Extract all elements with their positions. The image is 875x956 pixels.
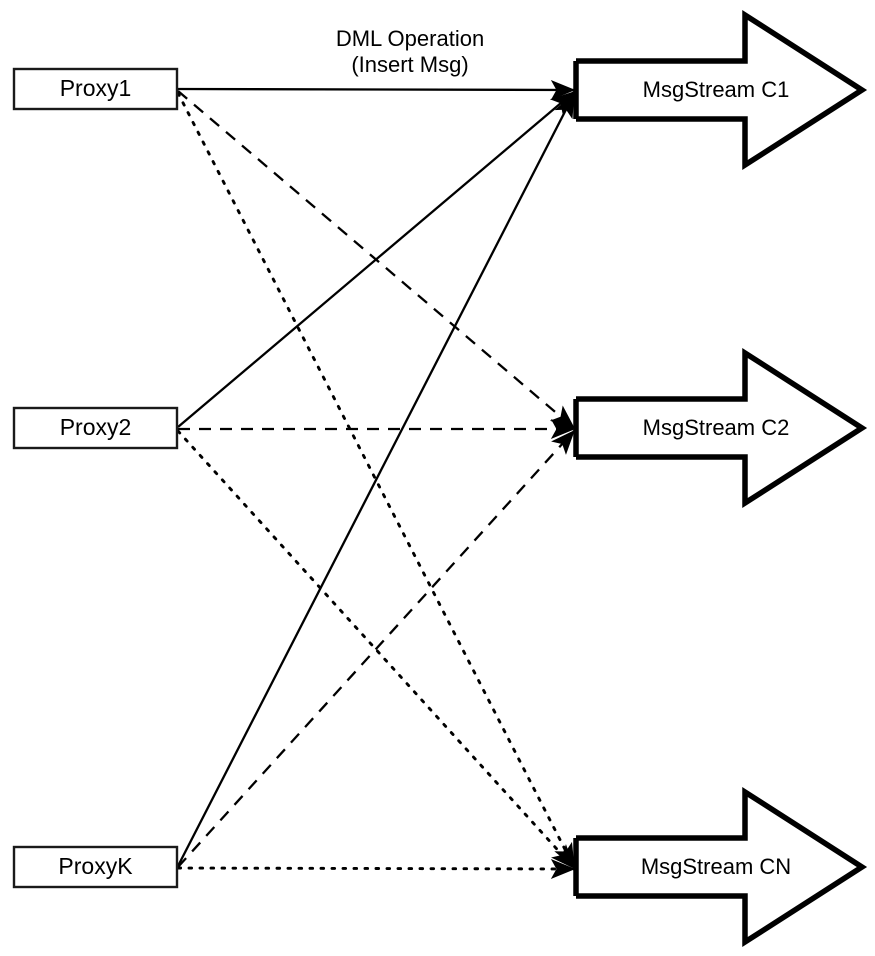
edge-proxyk-to-c1	[176, 93, 576, 867]
node-proxy1[interactable]: Proxy1	[12, 67, 179, 111]
node-msgstream-cn[interactable]: MsgStream CN	[573, 786, 868, 948]
arrowhead-head-c2-c	[551, 430, 575, 455]
arrowheads-layer	[549, 79, 576, 880]
caption-line-1: DML Operation	[336, 26, 484, 51]
node-msgstream-c2-label: MsgStream C2	[643, 415, 790, 440]
arrowhead-head-c1-c	[554, 92, 575, 120]
edge-proxy2-to-cn	[176, 429, 576, 870]
node-msgstream-cn-shape	[576, 786, 868, 948]
node-msgstream-c2[interactable]: MsgStream C2	[573, 347, 868, 509]
arrowhead-head-c1-a	[550, 79, 576, 101]
edges-layer	[176, 87, 576, 871]
node-msgstream-c1-label: MsgStream C1	[643, 77, 790, 102]
node-msgstream-cn-label: MsgStream CN	[641, 854, 791, 879]
caption-line-2: (Insert Msg)	[351, 52, 468, 77]
node-msgstream-c1-shape	[576, 9, 868, 171]
node-proxyk-rect	[12, 845, 179, 889]
arrowhead-head-cn-b	[551, 844, 575, 869]
node-proxy2-rect	[12, 406, 179, 450]
node-proxy2-label: Proxy2	[60, 414, 132, 440]
node-proxy2[interactable]: Proxy2	[12, 406, 179, 450]
dml-operation-caption: DML Operation (Insert Msg)	[336, 26, 484, 77]
msgstream-nodes-layer: MsgStream C1 MsgStream C2 MsgStream CN	[573, 9, 868, 948]
node-proxy1-rect	[12, 67, 179, 111]
node-msgstream-c2-shape	[576, 347, 868, 509]
edge-proxyk-to-c2	[177, 430, 575, 868]
arrowhead-head-cn-c	[550, 858, 576, 880]
edge-proxy2-to-c1	[177, 91, 575, 428]
edge-proxyk-to-cn	[176, 866, 576, 871]
edge-proxy1-to-c1	[177, 87, 575, 92]
node-msgstream-c1[interactable]: MsgStream C1	[573, 9, 868, 171]
node-proxyk[interactable]: ProxyK	[12, 845, 179, 889]
edge-proxy1-to-cn	[176, 91, 576, 869]
node-proxy1-label: Proxy1	[60, 75, 132, 101]
arrowhead-head-c2-b	[550, 418, 576, 440]
node-proxyk-label: ProxyK	[58, 853, 133, 879]
